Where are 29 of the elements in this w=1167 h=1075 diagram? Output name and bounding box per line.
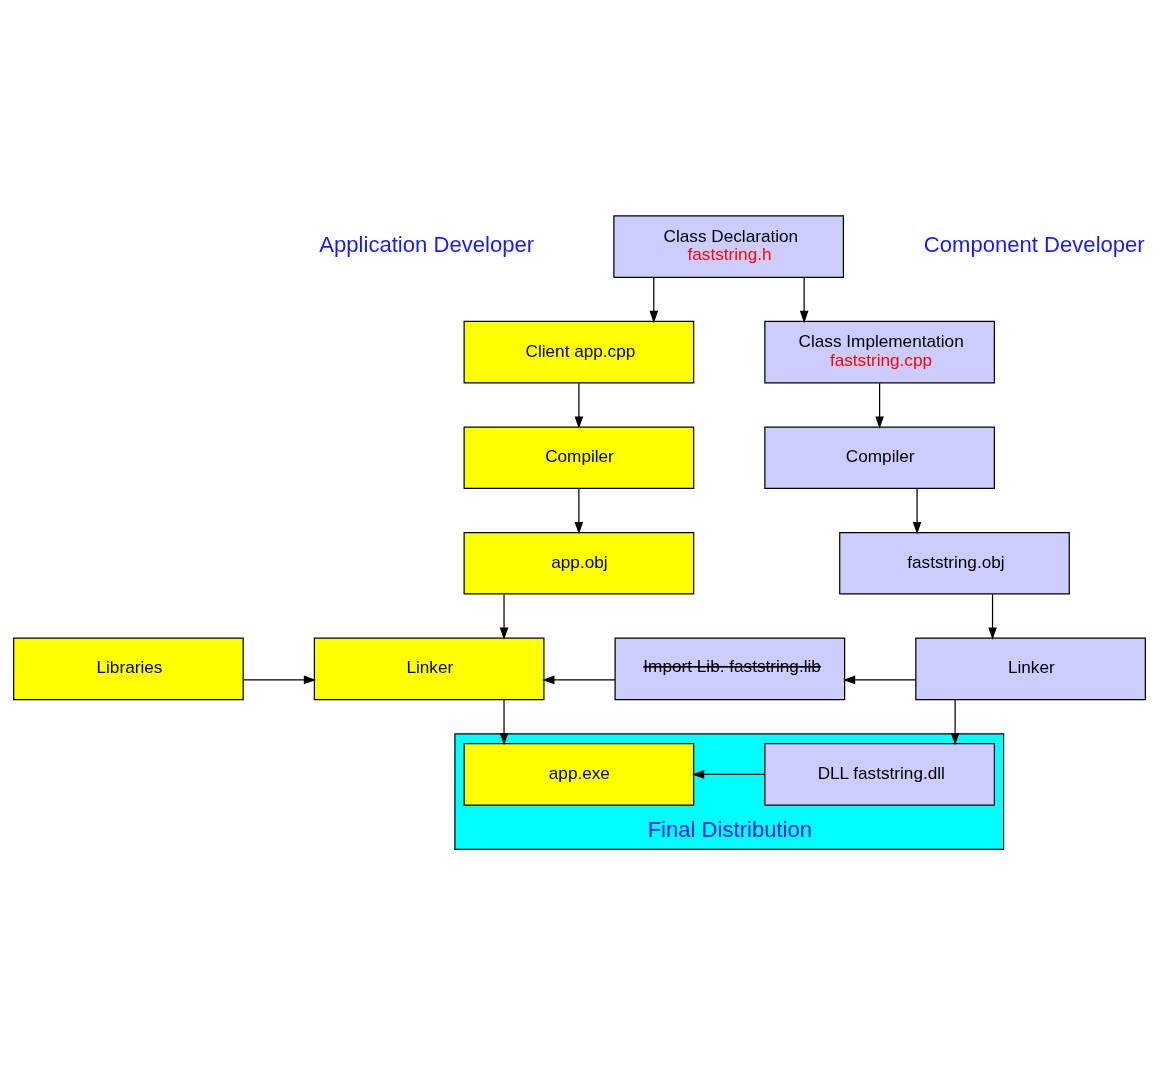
arrow [988, 593, 997, 640]
node-box: Libraries [13, 637, 244, 701]
arrow [574, 382, 584, 429]
arrow [799, 277, 809, 324]
arrow [242, 675, 317, 685]
arrow [691, 770, 766, 779]
label: Component Developer [923, 232, 1145, 257]
node-box: Client app.cpp [463, 320, 695, 384]
node-box: Class Implementation faststring.cpp [764, 320, 995, 384]
arrow [950, 699, 960, 746]
arrow [574, 488, 584, 535]
arrow [542, 675, 616, 685]
node-box: Compiler [764, 426, 995, 489]
arrow [842, 675, 917, 685]
node-box: DLL faststring.dll [764, 743, 995, 806]
label: Application Developer [319, 232, 535, 257]
arrow [875, 382, 884, 429]
node-box: Class Declaration faststring.h [613, 215, 845, 278]
node-box: Linker [915, 637, 1146, 701]
arrow [912, 488, 922, 535]
arrow [649, 277, 659, 324]
node-box: app.exe [463, 743, 695, 806]
node-box: faststring.obj [839, 531, 1070, 595]
arrow [499, 699, 509, 746]
node-box: Linker [313, 637, 545, 701]
node-box: Import Lib. faststring.lib [614, 637, 846, 701]
node-box: app.obj [463, 531, 695, 595]
node-box: Compiler [463, 426, 695, 489]
arrow [499, 593, 509, 640]
